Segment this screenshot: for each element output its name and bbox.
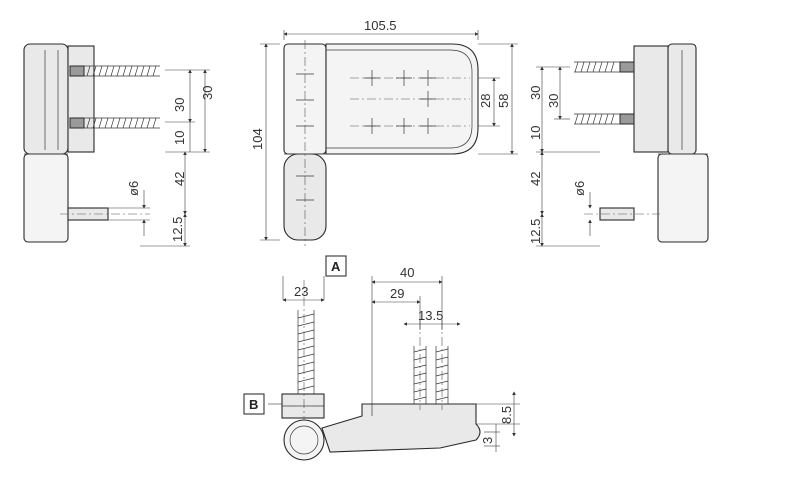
dim-right-12-5: 12.5 <box>528 219 543 244</box>
dim-plan-40: 40 <box>400 265 414 280</box>
right-side-view: 30 30 10 42 ø6 12.5 <box>528 43 709 247</box>
section-a-label: A <box>331 259 341 274</box>
screw-top-left <box>69 65 160 77</box>
plan-view: 23 A 40 29 13.5 B 8.5 3 <box>243 255 520 461</box>
dim-plan-23: 23 <box>294 284 308 299</box>
dim-left-12-5: 12.5 <box>170 217 185 242</box>
dim-left-30b: 30 <box>172 98 187 112</box>
dim-plan-29: 29 <box>390 286 404 301</box>
dim-front-104: 104 <box>250 128 265 150</box>
left-side-view: 30 30 10 42 ø6 12.5 <box>23 43 215 247</box>
dim-plan-3: 3 <box>480 437 495 444</box>
dim-right-10: 10 <box>528 126 543 140</box>
dim-left-dia6: ø6 <box>126 181 141 196</box>
dim-left-42: 42 <box>172 172 187 186</box>
dim-right-30b: 30 <box>546 94 561 108</box>
dim-front-105-5: 105.5 <box>364 18 397 33</box>
frame-screw <box>297 310 315 394</box>
section-b-box <box>243 393 265 415</box>
dim-plan-8-5: 8.5 <box>499 406 514 424</box>
screw-bottom-left <box>69 117 160 129</box>
screw-top-right <box>574 61 635 73</box>
dim-left-30a: 30 <box>200 86 215 100</box>
screw-bottom-right <box>574 113 635 125</box>
dim-left-10: 10 <box>172 131 187 145</box>
dim-front-28: 28 <box>478 94 493 108</box>
dim-plan-13-5: 13.5 <box>418 308 443 323</box>
dim-front-58: 58 <box>496 94 511 108</box>
front-view: 105.5 104 28 58 <box>250 18 518 246</box>
section-a-box <box>325 255 347 277</box>
dim-right-30a: 30 <box>528 86 543 100</box>
section-b-label: B <box>249 397 258 412</box>
dim-right-42: 42 <box>528 172 543 186</box>
dim-right-dia6: ø6 <box>572 181 587 196</box>
